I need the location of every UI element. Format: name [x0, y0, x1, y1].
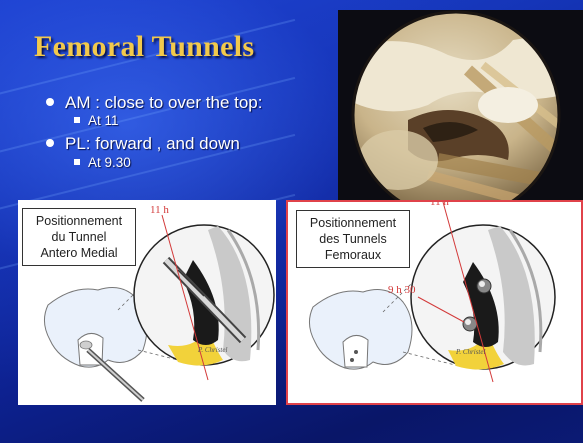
bullet-square-icon	[74, 159, 80, 165]
diagram-femoral-tunnels: Positionnement des Tunnels Femoraux 11 h…	[286, 200, 583, 405]
clock-label-11h: 11 h	[150, 204, 169, 216]
bullet-am-text: AM : close to over the top:	[65, 93, 262, 112]
label-line: Positionnement	[301, 215, 405, 231]
bullet-square-icon	[74, 117, 80, 123]
clock-label-9h30: 9 h 30	[388, 284, 416, 296]
bullet-dot-icon	[46, 98, 54, 106]
bullet-am: AM : close to over the top:	[46, 93, 262, 113]
label-box-tunnels: Positionnement des Tunnels Femoraux	[296, 210, 410, 268]
bullet-pl: PL: forward , and down	[46, 134, 240, 154]
bullet-pl-text: PL: forward , and down	[65, 134, 240, 153]
label-line: du Tunnel	[27, 229, 131, 245]
label-line: Antero Medial	[27, 245, 131, 261]
label-line: Femoraux	[301, 247, 405, 263]
arthroscopy-image	[338, 10, 583, 215]
subbullet-am-text: At 11	[88, 113, 119, 128]
clock-label-11h: 11 h	[430, 200, 449, 208]
label-line: Positionnement	[27, 213, 131, 229]
label-box-am: Positionnement du Tunnel Antero Medial	[22, 208, 136, 266]
signature: P. Christel	[456, 348, 485, 356]
slide-title: Femoral Tunnels	[34, 30, 254, 64]
bullet-dot-icon	[46, 139, 54, 147]
subbullet-pl: At 9.30	[74, 155, 131, 170]
signature: P. Christel	[198, 346, 227, 354]
subbullet-am: At 11	[74, 113, 119, 128]
subbullet-pl-text: At 9.30	[88, 155, 131, 170]
label-line: des Tunnels	[301, 231, 405, 247]
arthroscopy-photo-icon	[338, 10, 583, 215]
diagram-am-tunnel: Positionnement du Tunnel Antero Medial 1…	[18, 200, 276, 405]
